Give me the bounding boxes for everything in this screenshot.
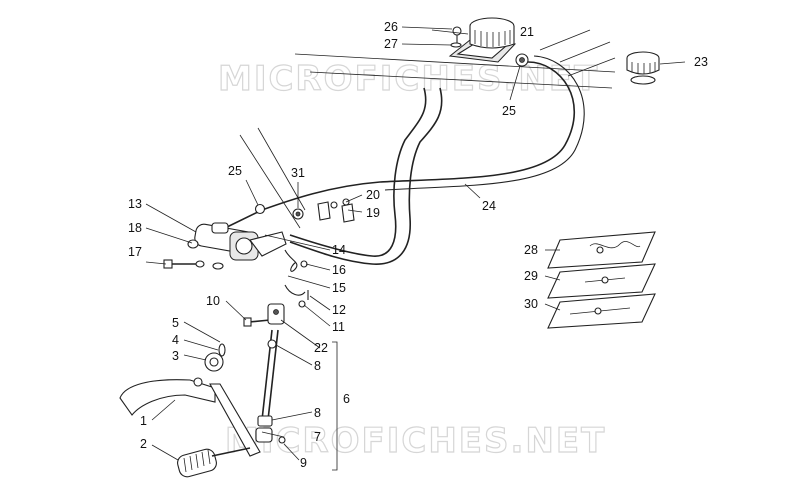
callout-8b: 8 bbox=[314, 359, 321, 373]
callout-12: 12 bbox=[332, 303, 346, 317]
callout-28: 28 bbox=[524, 243, 538, 257]
bolt-10 bbox=[243, 317, 271, 327]
callout-22: 22 bbox=[314, 341, 328, 355]
callout-21: 21 bbox=[520, 25, 534, 39]
callout-24: 24 bbox=[482, 199, 496, 213]
watermark-bottom: MICROFICHES.NET bbox=[225, 421, 606, 461]
callout-2: 2 bbox=[140, 437, 147, 451]
callout-8a: 8 bbox=[314, 406, 321, 420]
callout-5: 5 bbox=[172, 316, 179, 330]
callout-15: 15 bbox=[332, 281, 346, 295]
leader-lines bbox=[145, 26, 686, 471]
callout-27: 27 bbox=[384, 37, 398, 51]
callout-11: 11 bbox=[332, 320, 345, 334]
spring-clip bbox=[284, 249, 309, 308]
clevis bbox=[267, 303, 285, 325]
callout-3: 3 bbox=[172, 349, 179, 363]
frame-tube-lines bbox=[239, 29, 616, 229]
callout-6: 6 bbox=[343, 392, 350, 406]
callout-17: 17 bbox=[128, 245, 142, 259]
callout-14: 14 bbox=[332, 243, 346, 257]
callout-labels: 1 2 3 4 5 6 7 8 8 9 10 11 12 13 14 15 16… bbox=[128, 20, 708, 470]
brake-pedal bbox=[119, 343, 261, 478]
bracket-parts bbox=[254, 198, 355, 223]
callout-31: 31 bbox=[291, 166, 305, 180]
callout-25-left: 25 bbox=[228, 164, 242, 178]
repair-kits bbox=[547, 231, 656, 329]
hose-fitting-top bbox=[515, 53, 529, 67]
callout-9: 9 bbox=[300, 456, 307, 470]
callout-1: 1 bbox=[140, 414, 147, 428]
clutch-hose bbox=[224, 55, 585, 229]
callout-20: 20 bbox=[366, 188, 380, 202]
clutch-reservoir bbox=[448, 17, 517, 63]
callout-26: 26 bbox=[384, 20, 398, 34]
callout-23: 23 bbox=[694, 55, 708, 69]
watermark-top: MICROFICHES.NET bbox=[218, 59, 599, 99]
callout-18: 18 bbox=[128, 221, 142, 235]
callout-13: 13 bbox=[128, 197, 142, 211]
callout-25-top: 25 bbox=[502, 104, 516, 118]
callout-10: 10 bbox=[206, 294, 220, 308]
frame-tube bbox=[289, 87, 443, 265]
master-cylinder bbox=[163, 222, 287, 270]
callout-7: 7 bbox=[314, 430, 321, 444]
reservoir-cap bbox=[626, 51, 660, 85]
callout-29: 29 bbox=[524, 269, 538, 283]
callout-30: 30 bbox=[524, 297, 538, 311]
callout-19: 19 bbox=[366, 206, 380, 220]
callout-4: 4 bbox=[172, 333, 179, 347]
callout-16: 16 bbox=[332, 263, 346, 277]
